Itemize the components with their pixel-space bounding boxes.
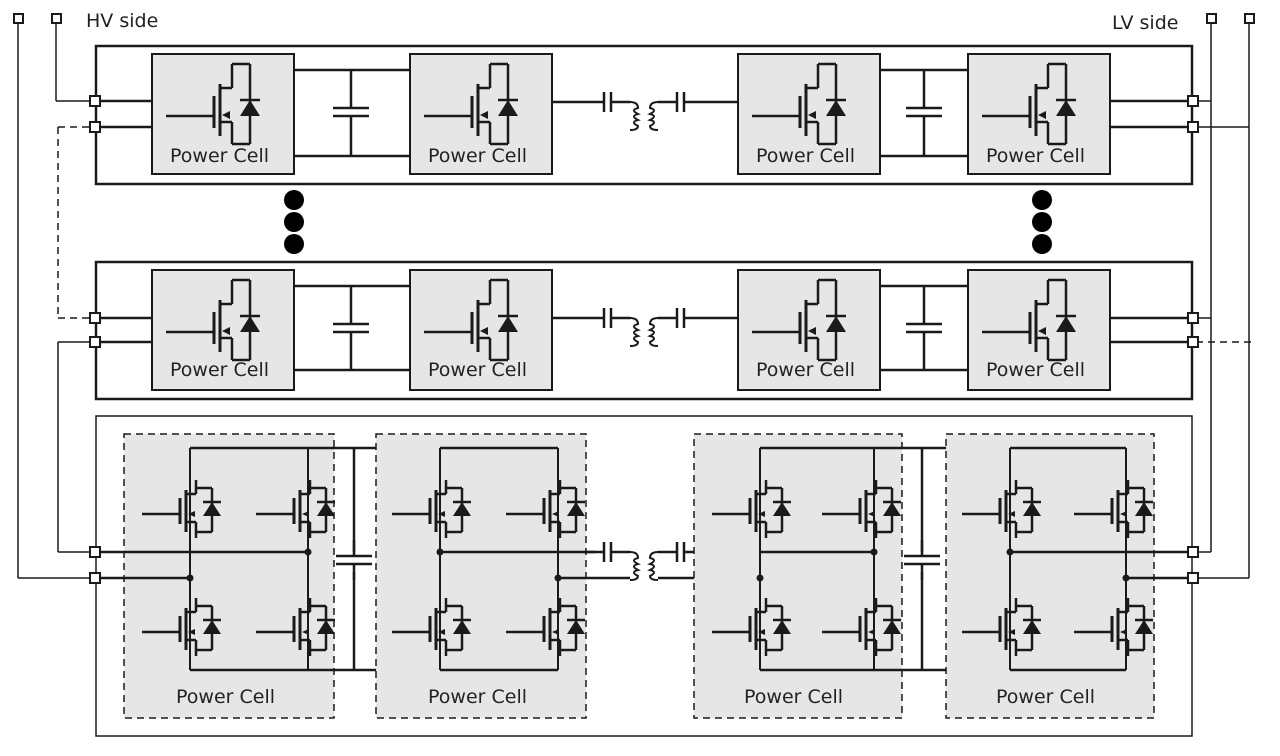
ellipsis-dots-left xyxy=(284,190,304,254)
power-cell: Power Cell xyxy=(375,433,596,719)
power-cell: Power Cell xyxy=(409,53,553,175)
cell-label: Power Cell xyxy=(986,359,1085,381)
cell-label: Power Cell xyxy=(986,145,1085,167)
cell-label: Power Cell xyxy=(756,359,855,381)
power-cell: Power Cell xyxy=(967,53,1111,175)
power-cell: Power Cell xyxy=(151,53,295,175)
cell-label: Power Cell xyxy=(428,686,527,708)
module-top: Power Cell Power Cell Power Cell Power C… xyxy=(89,44,1199,186)
cell-label: Power Cell xyxy=(744,686,843,708)
power-cell: Power Cell xyxy=(409,269,553,391)
lv-side-label: LV side xyxy=(1112,12,1178,34)
cell-label: Power Cell xyxy=(170,359,269,381)
cell-label: Power Cell xyxy=(428,145,527,167)
power-cell: Power Cell xyxy=(945,433,1188,719)
ellipsis-dots-right xyxy=(1032,190,1052,254)
power-cell: Power Cell xyxy=(100,433,337,719)
cell-label: Power Cell xyxy=(996,686,1095,708)
cell-label: Power Cell xyxy=(756,145,855,167)
hv-side-label: HV side xyxy=(86,10,158,32)
cell-label: Power Cell xyxy=(170,145,269,167)
module-middle: Power Cell Power Cell Power Cell Power C… xyxy=(89,260,1199,401)
cell-label: Power Cell xyxy=(176,686,275,708)
module-bottom: Power Cell Power Cell xyxy=(89,415,1199,737)
hv-terminals xyxy=(13,13,92,579)
power-cell: Power Cell xyxy=(967,269,1111,391)
power-cell: Power Cell xyxy=(737,269,881,391)
lv-terminals xyxy=(1196,13,1255,579)
power-cell: Power Cell xyxy=(151,269,295,391)
power-cell: Power Cell xyxy=(737,53,881,175)
cell-label: Power Cell xyxy=(428,359,527,381)
interconnect-wires xyxy=(57,126,1254,553)
power-cell: Power Cell xyxy=(693,433,903,719)
